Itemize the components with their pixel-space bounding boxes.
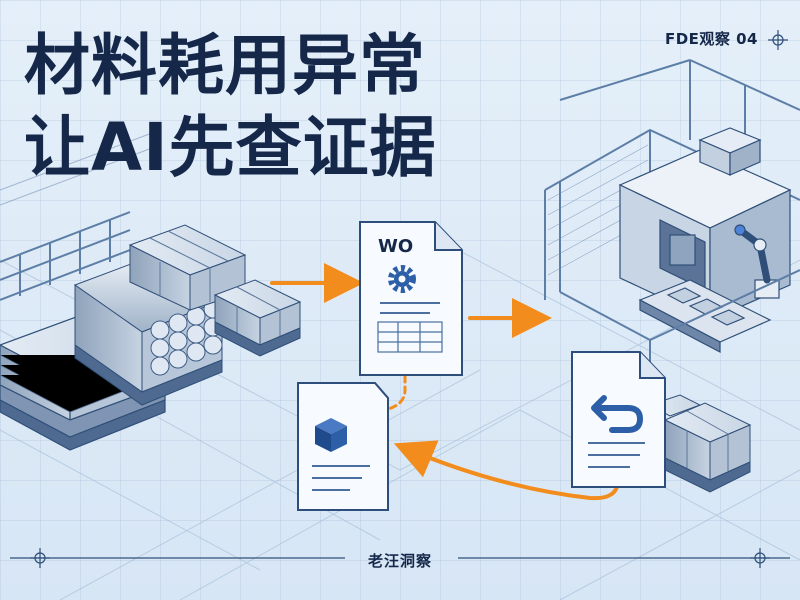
- arrow-return-to-material-doc: [393, 440, 620, 501]
- work-order-document: [359, 221, 463, 376]
- steel-bar-bundle: [73, 254, 224, 406]
- gear-icon: [388, 265, 416, 293]
- undo-arrow-icon: [591, 395, 644, 433]
- work-order-label: WO: [378, 236, 414, 257]
- steel-block-stack: [128, 224, 247, 311]
- cnc-machine-cell: [544, 59, 800, 370]
- left-safety-railing: [0, 129, 161, 301]
- material-issue-document: [297, 382, 389, 511]
- material-crate-pallet: [213, 279, 302, 357]
- return-document: [571, 351, 666, 488]
- footer-rule: [10, 548, 790, 568]
- flow-arrows: [270, 263, 620, 501]
- author-name: 老汪洞察: [367, 552, 432, 570]
- header-crosshair: [768, 30, 788, 50]
- dashed-link-workorder-material: [383, 363, 407, 412]
- headline-line-1: 材料耗用异常: [24, 27, 426, 104]
- headline-line-2: 让AI先查证据: [24, 109, 437, 186]
- series-tag: FDE观察 04: [664, 30, 758, 48]
- cube-icon: [315, 418, 347, 452]
